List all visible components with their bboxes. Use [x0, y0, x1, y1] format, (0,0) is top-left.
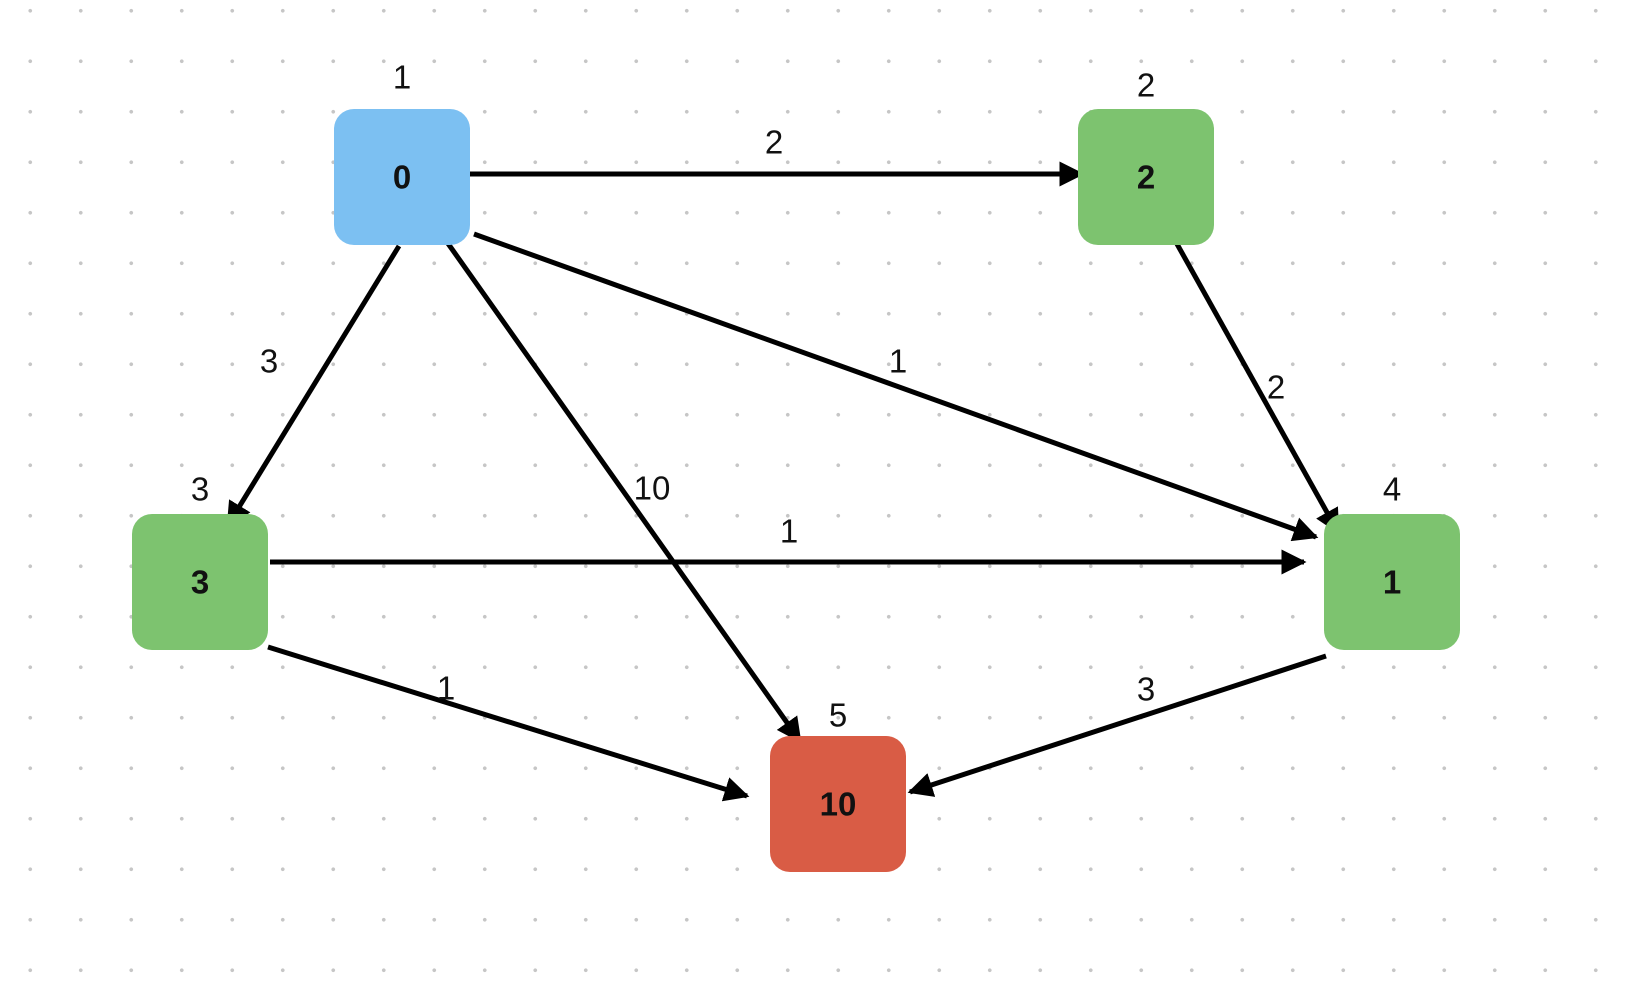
node-1[interactable]: 01: [334, 59, 470, 246]
node-value-label: 0: [393, 159, 411, 196]
node-box[interactable]: [770, 736, 906, 872]
edge-weight-label: 3: [1137, 671, 1155, 708]
node-value-label: 1: [1383, 564, 1401, 601]
node-box[interactable]: [334, 109, 470, 245]
node-id-label: 5: [829, 697, 847, 734]
node-5[interactable]: 10 5: [770, 697, 906, 873]
edge-n1-n5: 10: [439, 233, 803, 744]
node-id-label: 1: [393, 59, 411, 96]
edge-weight-label: 3: [260, 343, 278, 380]
edge-arrow: [473, 231, 1319, 542]
edges-layer: 2 3 1 10 2 1 1 3: [225, 124, 1341, 802]
node-id-label: 4: [1383, 471, 1401, 508]
node-4[interactable]: 14: [1324, 471, 1460, 651]
node-value-label: 10: [820, 786, 857, 823]
edge-n4-n5: 3: [907, 653, 1327, 797]
edge-weight-label: 1: [780, 513, 798, 550]
node-box[interactable]: [1078, 109, 1214, 245]
node-id-label: 2: [1137, 67, 1155, 104]
edge-weight-label: 2: [1267, 369, 1285, 406]
node-box[interactable]: [1324, 514, 1460, 650]
node-2[interactable]: 22: [1078, 67, 1214, 246]
node-id-label: 3: [191, 471, 209, 508]
edge-weight-label: 1: [437, 670, 455, 707]
edge-arrow: [267, 644, 750, 802]
edge-n2-n4: 2: [1169, 233, 1341, 535]
edge-n3-n4: 1: [270, 513, 1307, 575]
edge-weight-label: 2: [765, 124, 783, 161]
node-box[interactable]: [132, 514, 268, 650]
edge-weight-label: 10: [634, 470, 671, 507]
edge-arrow: [1169, 233, 1341, 535]
edge-n3-n5: 1: [267, 644, 750, 802]
edge-n1-n2: 2: [468, 124, 1085, 187]
edge-arrow: [439, 233, 803, 744]
edge-n1-n3: 3: [225, 244, 402, 528]
edge-arrow: [225, 244, 402, 528]
edge-weight-label: 1: [889, 343, 907, 380]
node-value-label: 2: [1137, 159, 1155, 196]
node-value-label: 3: [191, 564, 209, 601]
node-3[interactable]: 33: [132, 471, 268, 651]
edge-n1-n4: 1: [473, 231, 1319, 542]
edge-arrow: [907, 653, 1327, 797]
